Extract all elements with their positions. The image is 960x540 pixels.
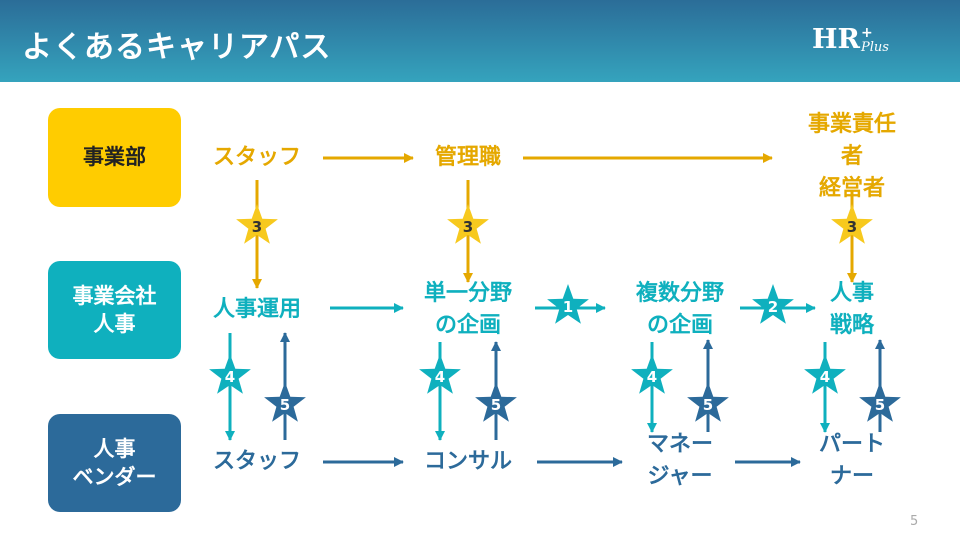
star-5-strategy: 5 [859,382,901,422]
svg-text:3: 3 [463,218,473,236]
star-3-executive: 3 [831,204,873,244]
star-3-manager: 3 [447,204,489,244]
svg-text:4: 4 [225,368,235,386]
star-5-single: 5 [475,382,517,422]
svg-text:4: 4 [820,368,830,386]
svg-text:5: 5 [703,396,713,414]
star-4-ops: 4 [209,354,251,394]
star-5-multi: 5 [687,382,729,422]
slide-header: よくあるキャリアパス HR + Plus [0,0,960,82]
node-vendor-manager: マネー ジャー [646,432,714,489]
star-2: 2 [752,284,794,324]
node-hr-multi-planning: 複数分野 の企画 [635,281,725,338]
slide-title: よくあるキャリアパス [22,30,332,65]
svg-text:4: 4 [435,368,445,386]
node-business-staff: スタッフ [212,145,302,170]
hrplus-logo: HR + Plus [812,24,889,56]
star-3-staff: 3 [236,204,278,244]
svg-text:5: 5 [280,396,290,414]
node-vendor-staff: スタッフ [212,449,302,474]
node-business-manager: 管理職 [434,145,502,170]
row-label-business: 事業部 [48,108,181,207]
node-business-executive: 事業責任者 経営者 [807,112,896,201]
node-hr-single-planning: 単一分野 の企画 [423,281,513,338]
svg-text:1: 1 [563,298,573,316]
page-number: 5 [910,514,919,529]
logo-plus-mark: + [860,25,873,41]
row-label-hr-vendor: 人事 ベンダー [48,414,181,512]
svg-text:5: 5 [875,396,885,414]
logo-sub: Plus [860,40,889,55]
node-vendor-consultant: コンサル [423,449,513,474]
svg-text:5: 5 [491,396,501,414]
logo-main: HR [812,24,860,55]
node-hr-operations: 人事運用 [212,297,302,322]
star-1: 1 [547,284,589,324]
svg-text:3: 3 [847,218,857,236]
star-5-ops: 5 [264,382,306,422]
node-vendor-partner: パート ナー [818,432,886,489]
svg-text:3: 3 [252,218,262,236]
logo-side: + Plus [861,26,889,56]
row-label-corporate-hr: 事業会社 人事 [48,261,181,359]
svg-text:2: 2 [768,298,778,316]
star-4-single: 4 [419,354,461,394]
svg-text:4: 4 [647,368,657,386]
node-hr-strategy: 人事 戦略 [829,281,875,338]
star-4-strategy: 4 [804,354,846,394]
star-4-multi: 4 [631,354,673,394]
